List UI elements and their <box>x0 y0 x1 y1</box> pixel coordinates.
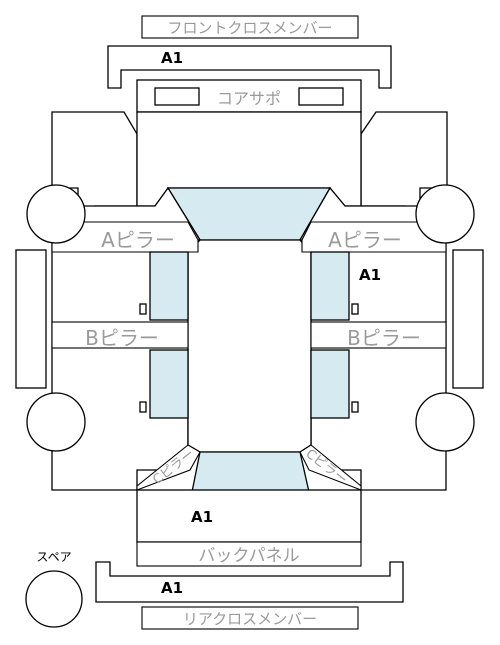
b-pillar-left-band <box>51 321 189 349</box>
a-pillar-left-band <box>51 221 199 253</box>
roof-part <box>187 239 312 453</box>
right-front-wheel <box>415 184 475 244</box>
left-front-wheel <box>26 184 86 244</box>
right-side-skirt <box>452 249 484 389</box>
trunk-part <box>136 489 362 543</box>
left-front-door-handle <box>139 303 147 315</box>
left-side-skirt <box>15 249 47 389</box>
right-front-window <box>310 251 350 321</box>
right-front-door-handle <box>351 303 359 315</box>
spare-label: スペア <box>36 550 71 564</box>
left-rear-wheel <box>26 392 86 452</box>
a-pillar-right-label: Aピラー <box>328 228 402 252</box>
front-cross-member-label: フロントクロスメンバー <box>167 19 332 37</box>
rear-cross-member-grade: A1 <box>161 579 183 597</box>
headlight-right <box>298 87 344 106</box>
headlight-left <box>154 87 200 106</box>
right-rear-wheel <box>415 392 475 452</box>
c-pillar-right-band <box>299 444 362 491</box>
rear-cross-member-part <box>95 561 404 603</box>
b-pillar-left-label: Bピラー <box>85 326 159 350</box>
a-pillar-left-label: Aピラー <box>101 228 175 252</box>
left-rear-door-handle <box>139 401 147 413</box>
spare-tire <box>25 570 83 628</box>
c-pillar-left-band <box>136 444 201 491</box>
right-rear-door-handle <box>351 401 359 413</box>
front-cross-member-grade: A1 <box>161 49 183 67</box>
b-pillar-right-band <box>310 321 447 349</box>
left-front-window <box>149 251 189 321</box>
right-side-grade: A1 <box>359 266 381 284</box>
right-rear-window <box>310 349 350 419</box>
radiator-support-label: コアサポ <box>217 89 281 108</box>
rear-window <box>191 451 310 493</box>
rear-cross-member-label: リアクロスメンバー <box>183 610 317 628</box>
front-cross-member-part <box>107 45 392 89</box>
back-panel-label: バックパネル <box>198 546 299 566</box>
trunk-grade: A1 <box>191 508 213 526</box>
front-cross-member-box <box>141 15 359 39</box>
b-pillar-right-label: Bピラー <box>347 326 421 350</box>
left-rear-window <box>149 349 189 419</box>
back-panel-band <box>136 541 362 567</box>
rear-cross-member-box <box>141 606 359 630</box>
